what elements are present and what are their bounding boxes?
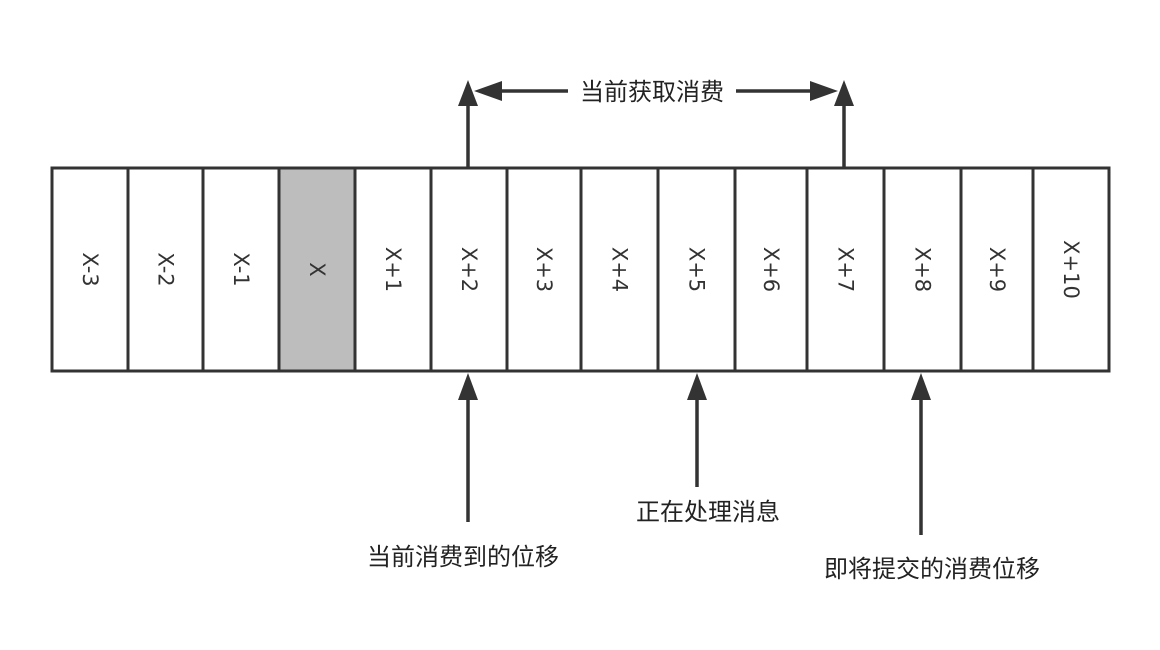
- offset-cell-box: [733, 166, 809, 373]
- offset-cell-box: [50, 166, 130, 373]
- offset-cell-box: [353, 166, 433, 373]
- offset-cell-label: X+5: [685, 247, 709, 292]
- offset-cell-label: X+8: [911, 247, 935, 292]
- fetch-start-up-arrowhead: [458, 80, 478, 106]
- offset-cell: X+5: [656, 166, 737, 373]
- offset-cell-box: [201, 166, 281, 373]
- offset-cell: X+4: [579, 166, 660, 373]
- offset-cell-box: [429, 166, 509, 373]
- offset-cell: X+3: [505, 166, 583, 373]
- offset-cell-label: X-3: [78, 252, 102, 286]
- offset-cell: X+1: [353, 166, 433, 373]
- commit-offset-pointer: 即将提交的消费位移: [824, 373, 1040, 583]
- current-fetch-label: 当前获取消费: [580, 78, 724, 106]
- offset-cell-box: [505, 166, 583, 373]
- fetch-range-left-arrowhead: [474, 81, 502, 101]
- offset-cell-label: X+9: [985, 247, 1009, 292]
- offset-cell-label: X-2: [154, 252, 178, 286]
- offset-cell-label: X+7: [834, 247, 858, 292]
- offset-cell-label: X: [305, 262, 329, 276]
- offset-cell-box: [126, 166, 205, 373]
- offset-cell-label: X+4: [608, 247, 632, 292]
- fetch-end-up-arrowhead: [834, 80, 854, 106]
- offset-cells-row: X-3 X-2 X-1 X X+1 X+2 X+3 X+4 X+5 X+6 X+7 X+8 X+9 X+1…: [50, 166, 1111, 373]
- offset-cell-box: [882, 166, 963, 373]
- offset-cell-box: [579, 166, 660, 373]
- offset-cell: X+8: [882, 166, 963, 373]
- offset-cell-label: X-1: [229, 252, 253, 286]
- processing-label: 正在处理消息: [636, 498, 780, 526]
- offset-cell: X: [277, 166, 357, 373]
- offset-cell-box: [656, 166, 737, 373]
- offset-cell: X-1: [201, 166, 281, 373]
- offset-cell: X+7: [805, 166, 886, 373]
- offset-cell-label: X+2: [457, 247, 481, 292]
- offset-cell-label: X+1: [381, 247, 405, 292]
- offset-cell-label: X+10: [1059, 240, 1083, 299]
- fetch-range-right-arrowhead: [810, 81, 838, 101]
- current-offset-arrowhead: [458, 373, 478, 400]
- offset-cell: X+9: [959, 166, 1035, 373]
- current-fetch-range: 当前获取消费: [458, 75, 854, 168]
- offset-cell: X-2: [126, 166, 205, 373]
- offset-cell-label: X+3: [532, 247, 556, 292]
- offset-cell: X+10: [1031, 166, 1111, 373]
- offset-cell: X+2: [429, 166, 509, 373]
- current-offset-pointer: 当前消费到的位移: [367, 373, 559, 571]
- offset-cell: X-3: [50, 166, 130, 373]
- processing-arrowhead: [687, 373, 707, 400]
- current-offset-label: 当前消费到的位移: [367, 543, 559, 571]
- commit-offset-label: 即将提交的消费位移: [824, 555, 1040, 583]
- offset-cell-box: [1031, 166, 1111, 373]
- processing-pointer: 正在处理消息: [636, 373, 780, 526]
- offset-cell-label: X+6: [759, 247, 783, 292]
- offset-cell: X+6: [733, 166, 809, 373]
- fetch-label-background: [568, 75, 736, 107]
- commit-offset-arrowhead: [911, 373, 931, 400]
- offset-cell-box: [959, 166, 1035, 373]
